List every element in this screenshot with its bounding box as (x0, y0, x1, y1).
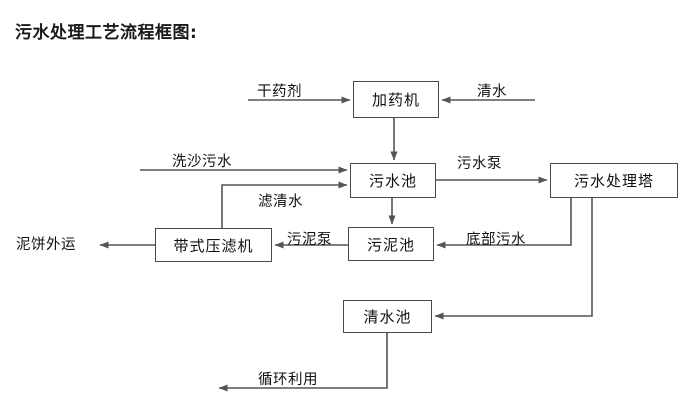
node-label: 加药机 (371, 91, 420, 109)
node-label: 带式压滤机 (173, 236, 254, 255)
node-treatment-tower[interactable]: 污水处理塔 (550, 163, 678, 198)
edge-filtrate-to-sewage-pool (221, 181, 348, 228)
edge-label-dry-reagent: 干药剂 (257, 84, 302, 100)
terminal-label-mud-cake-out: 泥饼外运 (16, 237, 76, 253)
node-clear-pool[interactable]: 清水池 (343, 300, 432, 333)
edge-label-sand-wash-sewage: 洗沙污水 (172, 154, 232, 170)
edge-clear-pool-to-recycle (218, 333, 388, 392)
node-label: 污泥池 (366, 235, 415, 254)
node-label: 清水池 (363, 308, 412, 326)
edge-label-filtrate-water: 滤清水 (258, 194, 303, 210)
node-label: 污水处理塔 (573, 172, 654, 190)
node-label: 污水池 (368, 172, 417, 190)
page-title: 污水处理工艺流程框图: (15, 23, 198, 43)
edge-label-sewage-pump: 污水泵 (457, 156, 502, 172)
edge-tower-to-clear-pool (434, 198, 593, 320)
node-sludge-pool[interactable]: 污泥池 (348, 227, 434, 261)
node-dosing-machine[interactable]: 加药机 (353, 81, 439, 118)
edge-label-recycle-use: 循环利用 (258, 372, 318, 388)
edge-label-sludge-pump: 污泥泵 (287, 232, 332, 248)
edge-label-clean-water: 清水 (477, 84, 507, 100)
node-belt-press[interactable]: 带式压滤机 (155, 228, 272, 262)
edge-tower-to-sludge-pool (436, 198, 572, 249)
edge-label-bottom-sewage: 底部污水 (466, 232, 526, 248)
node-sewage-pool[interactable]: 污水池 (350, 163, 436, 198)
